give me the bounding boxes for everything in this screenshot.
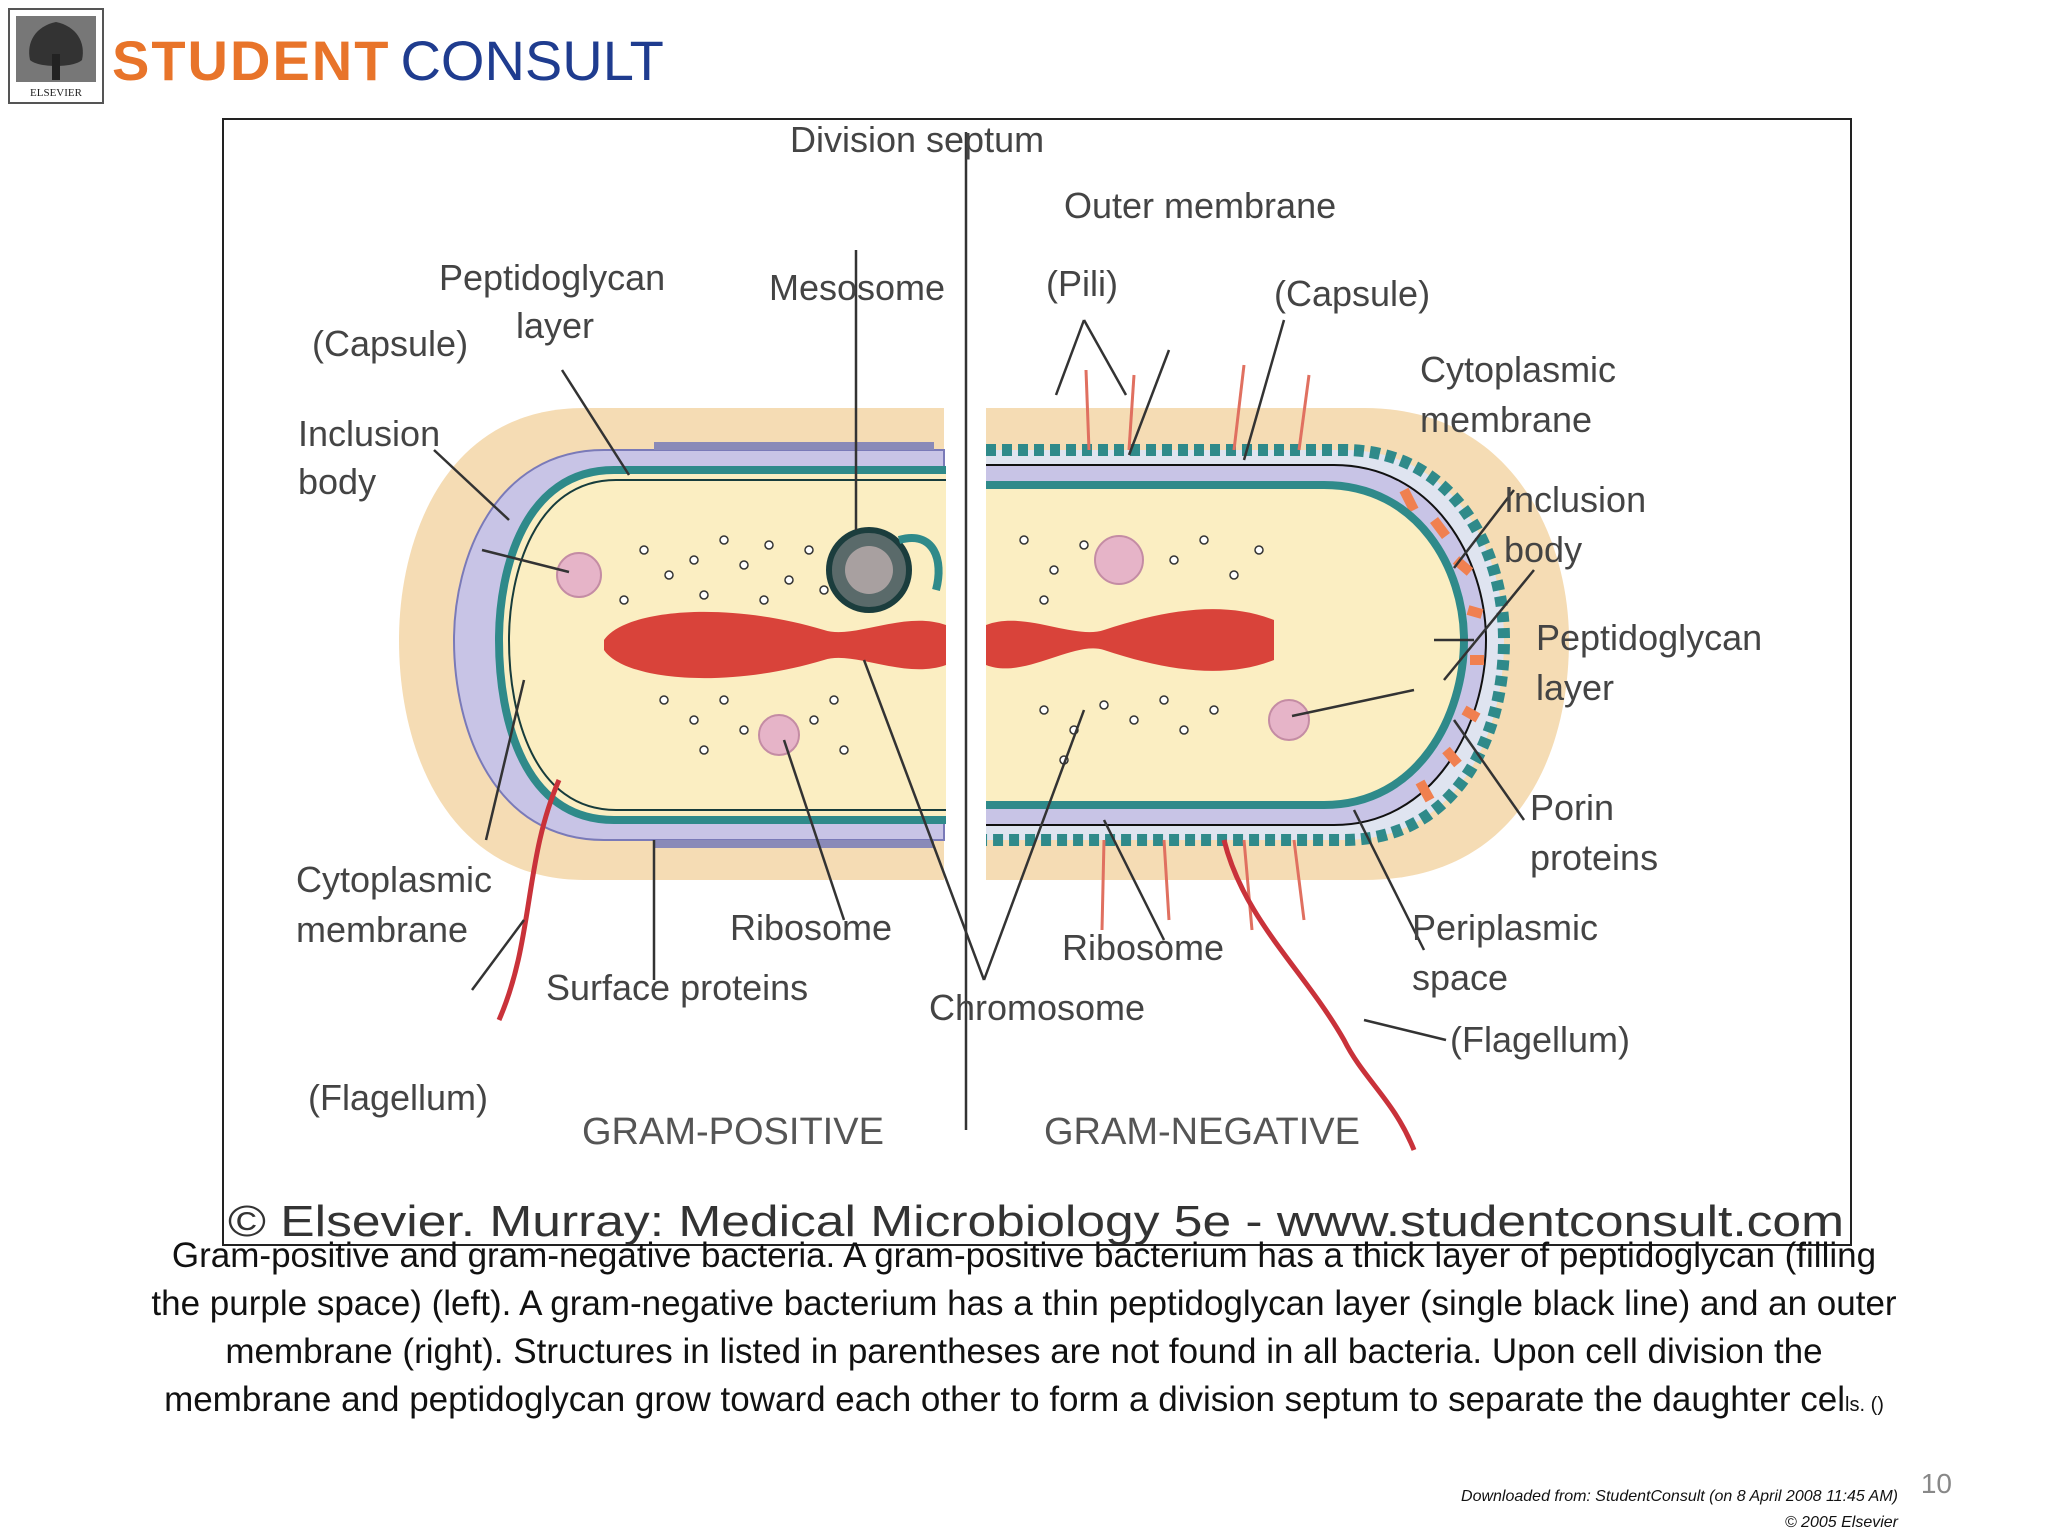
label-peptidoglycan-left-1: Peptidoglycan	[439, 257, 665, 298]
inclusion-body-right-1	[1094, 535, 1144, 585]
inclusion-body-right-2	[1268, 699, 1310, 741]
label-inclusion-right-2: body	[1504, 529, 1582, 570]
inclusion-body-left	[556, 552, 602, 598]
label-cytoplasmic-left-1: Cytoplasmic	[296, 859, 492, 900]
label-flagellum-left: (Flagellum)	[308, 1077, 488, 1118]
label-periplasmic-2: space	[1412, 957, 1508, 998]
label-division-septum: Division septum	[790, 120, 1044, 160]
label-gram-negative: GRAM-NEGATIVE	[1044, 1111, 1360, 1153]
surface-proteins-left	[654, 442, 934, 848]
label-capsule-left: (Capsule)	[312, 323, 468, 364]
figure-caption: Gram-positive and gram-negative bacteria…	[150, 1232, 1898, 1429]
label-porin-2: proteins	[1530, 837, 1658, 878]
chromosome-right	[986, 609, 1274, 671]
leader-lines	[433, 250, 1535, 1042]
label-cytoplasmic-right-1: Cytoplasmic	[1420, 349, 1616, 390]
brand-student: STUDENT	[112, 29, 391, 92]
label-cytoplasmic-left-2: membrane	[296, 909, 468, 950]
label-flagellum-right: (Flagellum)	[1450, 1019, 1630, 1060]
label-ribosome-right: Ribosome	[1062, 927, 1224, 968]
chromosome-left	[604, 611, 946, 679]
label-chromosome: Chromosome	[929, 987, 1145, 1028]
flagellum-right-shape	[1221, 839, 1417, 1151]
flagellum-left-shape	[496, 778, 562, 1022]
label-ribosome-left: Ribosome	[730, 907, 892, 948]
gram-positive-cell	[399, 408, 946, 880]
pili	[1084, 364, 1311, 931]
label-mesosome: Mesosome	[769, 267, 945, 308]
label-gram-positive: GRAM-POSITIVE	[582, 1111, 884, 1153]
figure-credit: © Elsevier. Murray: Medical Microbiology…	[228, 1197, 1844, 1244]
ribosomes-left	[619, 535, 849, 755]
download-note: Downloaded from: StudentConsult (on 8 Ap…	[1461, 1488, 1898, 1505]
caption-tail: ls. ()	[1845, 1394, 1884, 1416]
label-peptidoglycan-left-2: layer	[516, 305, 594, 346]
label-inclusion-right-1: Inclusion	[1504, 479, 1646, 520]
label-periplasmic-1: Periplasmic	[1412, 907, 1598, 948]
label-surface-proteins: Surface proteins	[546, 967, 808, 1008]
bacteria-diagram: Division septum Outer membrane Peptidogl…	[222, 118, 1852, 1246]
label-capsule-right: (Capsule)	[1274, 273, 1430, 314]
page-number: 10	[1920, 1468, 1952, 1499]
elsevier-logo: ELSEVIER	[8, 8, 104, 104]
label-peptidoglycan-right-1: Peptidoglycan	[1536, 617, 1762, 658]
label-porin-1: Porin	[1530, 787, 1614, 828]
gram-negative-cell	[986, 364, 1569, 931]
label-pili: (Pili)	[1046, 263, 1118, 304]
label-inclusion-left-1: Inclusion	[298, 413, 440, 454]
label-peptidoglycan-right-2: layer	[1536, 667, 1614, 708]
porin-proteins	[1399, 487, 1484, 803]
label-inclusion-left-2: body	[298, 461, 376, 502]
label-outer-membrane: Outer membrane	[1064, 185, 1336, 226]
brand-consult: CONSULT	[400, 29, 664, 92]
label-cytoplasmic-right-2: membrane	[1420, 399, 1592, 440]
elsevier-logo-text: ELSEVIER	[30, 87, 83, 99]
copyright-note: © 2005 Elsevier	[1784, 1514, 1898, 1531]
caption-main: Gram-positive and gram-negative bacteria…	[151, 1236, 1897, 1419]
